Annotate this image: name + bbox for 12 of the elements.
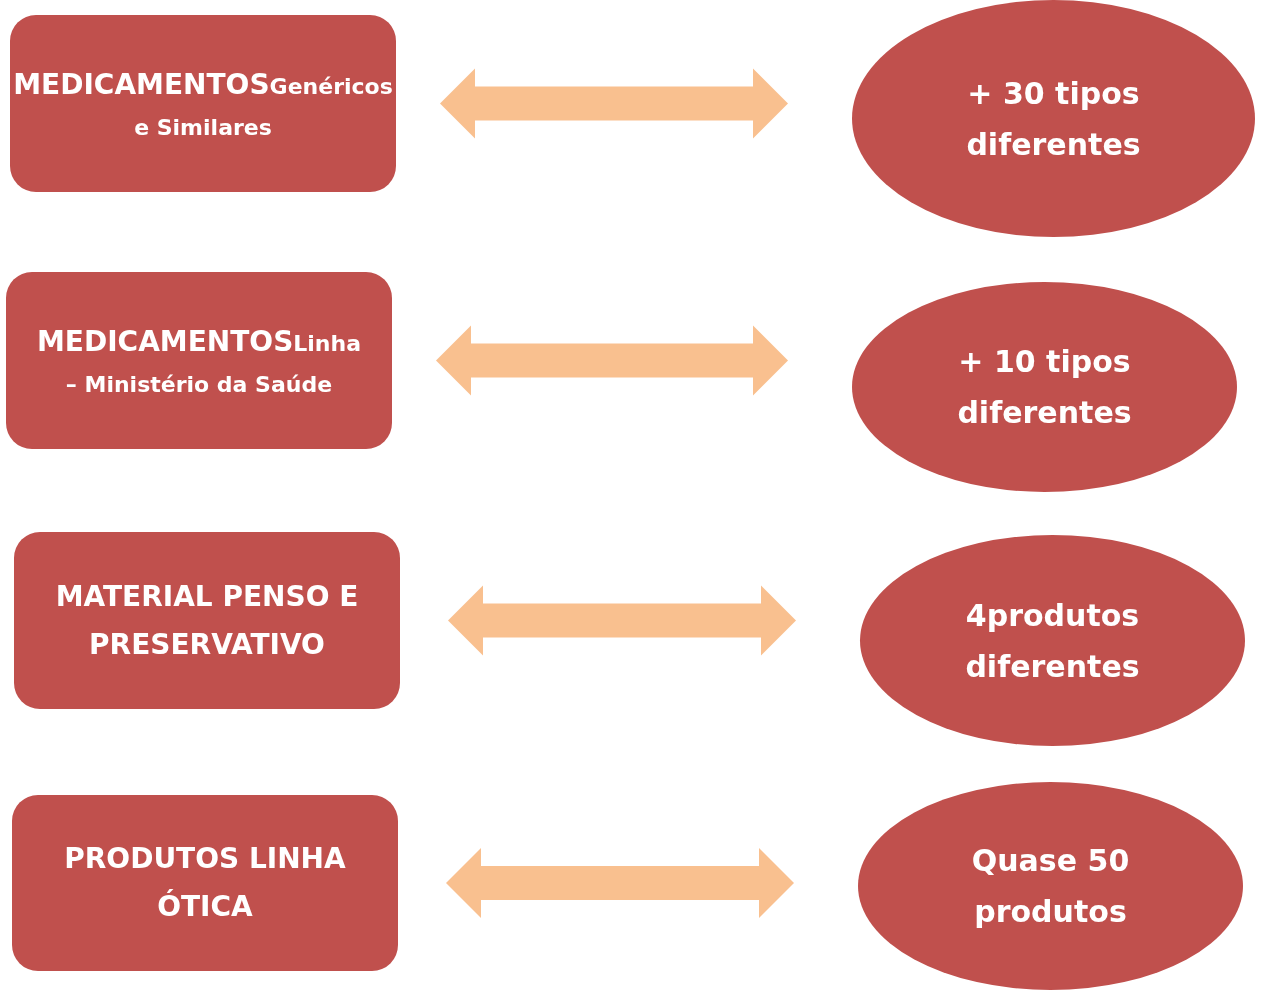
node-text: PRODUTOS LINHA ÓTICA [63, 841, 347, 925]
category-box [6, 272, 392, 449]
node-text: MEDICAMENTOSGenéricos e Similares [13, 67, 393, 142]
category-box [12, 795, 398, 971]
category-box [14, 532, 400, 709]
node-text: 4produtos diferentes [964, 596, 1141, 686]
category-box [10, 15, 396, 192]
node-text: + 30 tipos diferentes [965, 74, 1142, 164]
node-text: MATERIAL PENSO E PRESERVATIVO [54, 578, 360, 663]
node-text: MEDICAMENTOSLinha – Ministério da Saúde [35, 324, 363, 399]
node-text: Quase 50 produtos [970, 842, 1131, 931]
node-text: + 10 tipos diferentes [956, 343, 1133, 432]
